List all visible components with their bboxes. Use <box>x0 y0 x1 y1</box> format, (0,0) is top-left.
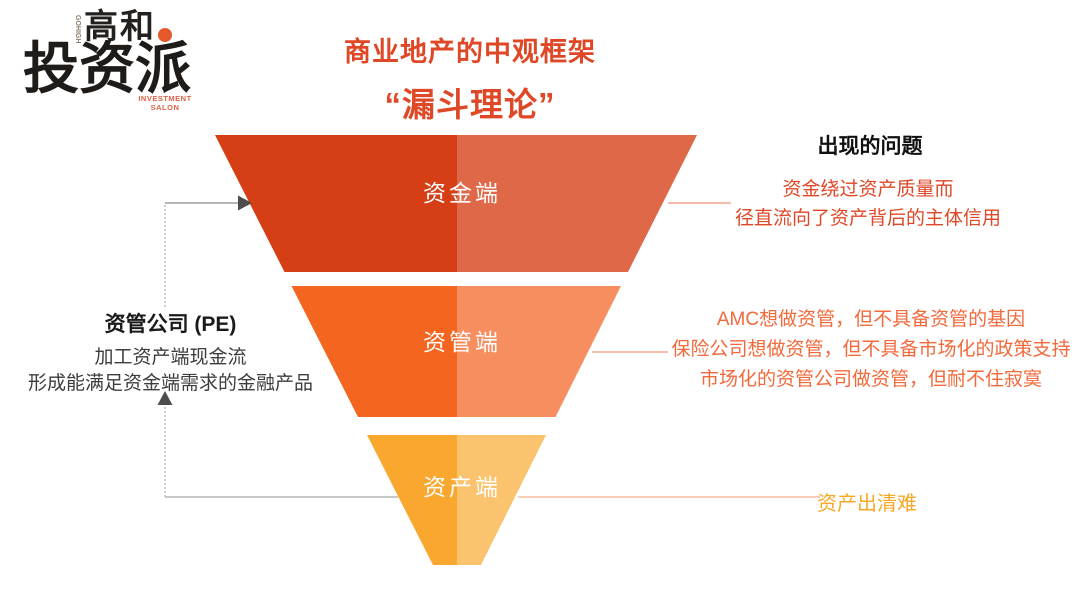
issue-capital: 资金绕过资产质量而 径直流向了资产背后的主体信用 <box>703 175 1033 233</box>
funnel-segment-capital-left <box>215 135 457 272</box>
funnel-segment-asset-right <box>457 435 546 565</box>
left-annotation-line2: 形成能满足资金端需求的金融产品 <box>27 373 313 394</box>
issue-management-line1: AMC想做资管，但不具备资管的基因 <box>716 309 1026 330</box>
page-title-line1: 商业地产的中观框架 <box>344 37 596 67</box>
arrow-right-icon <box>238 195 252 211</box>
issue-capital-line2: 径直流向了资产背后的主体信用 <box>734 208 1001 229</box>
brand-logo: GOHIGH 高和 投资派 INVESTMENT SALON <box>0 0 230 125</box>
funnel-label-capital: 资金端 <box>423 180 501 206</box>
funnel-segment-management-left <box>291 286 457 417</box>
page-title-line2: “漏斗理论” <box>384 86 556 123</box>
left-annotation-title: 资管公司 (PE) <box>104 313 237 336</box>
issue-management: AMC想做资管，但不具备资管的基因 保险公司想做资管，但不具备市场化的政策支持 … <box>660 305 1080 395</box>
brand-dot-icon <box>158 28 172 42</box>
logo-subtitle-line1: INVESTMENT <box>138 94 192 103</box>
logo-subtitle: INVESTMENT SALON <box>134 94 196 112</box>
funnel-label-management: 资管端 <box>423 329 501 355</box>
left-annotation-line1: 加工资产端现金流 <box>94 347 247 368</box>
logo-vertical-text: GOHIGH <box>74 15 81 44</box>
issue-management-line3: 市场化的资管公司做资管，但耐不住寂寞 <box>699 369 1042 390</box>
funnel-label-asset: 资产端 <box>423 474 501 500</box>
issue-asset: 资产出清难 <box>817 493 917 515</box>
funnel-segment-management-right <box>457 286 621 417</box>
logo-main-text: 投资派 <box>23 37 191 100</box>
issue-management-line2: 保险公司想做资管，但不具备市场化的政策支持 <box>671 339 1071 360</box>
funnel-segment-asset-left <box>367 435 457 565</box>
left-annotation: 资管公司 (PE) 加工资产端现金流 形成能满足资金端需求的金融产品 <box>18 308 323 397</box>
page-title: 商业地产的中观框架 “漏斗理论” <box>290 30 650 126</box>
problems-heading: 出现的问题 <box>817 135 923 158</box>
arrow-up-icon <box>157 391 173 405</box>
logo-cn-text: 高和 <box>84 8 156 46</box>
issue-capital-line1: 资金绕过资产质量而 <box>782 179 954 200</box>
funnel-segment-capital-right <box>457 135 697 272</box>
logo-subtitle-line2: SALON <box>150 103 180 112</box>
